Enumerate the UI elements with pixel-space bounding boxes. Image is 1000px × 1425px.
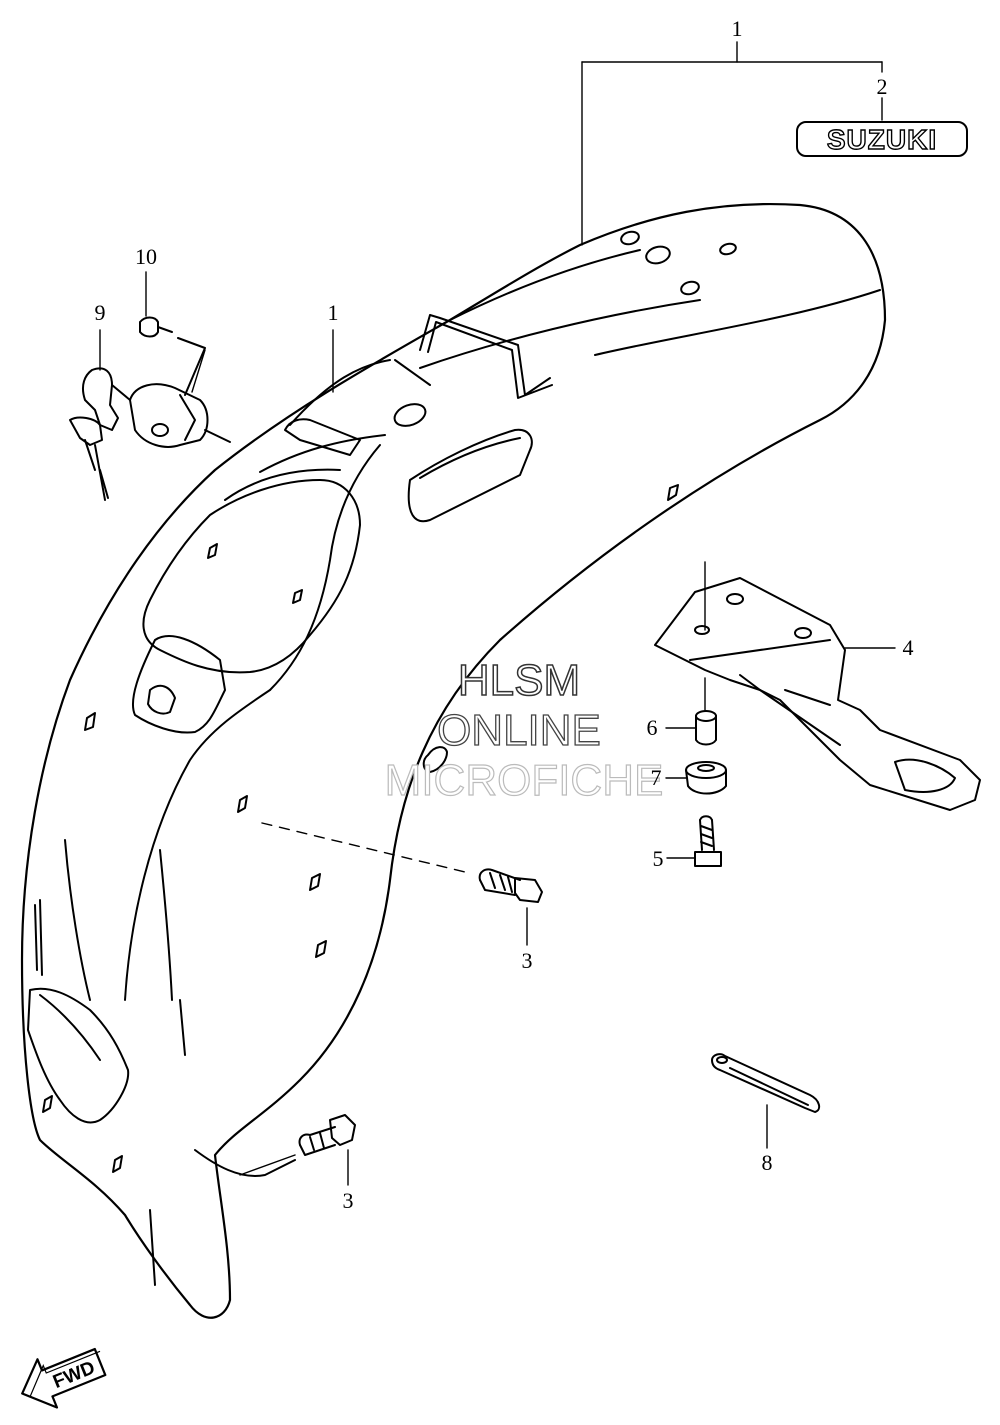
bolt-3-lower — [298, 1114, 356, 1156]
bolt-5 — [694, 815, 722, 867]
watermark-line3: MICROFICHE — [385, 756, 664, 805]
emblem-text: SUZUKI — [827, 124, 937, 155]
suzuki-emblem: SUZUKI — [796, 121, 968, 157]
leader-lines — [99, 41, 896, 1186]
reflector-bracket — [654, 577, 981, 811]
callout-4: 4 — [903, 635, 914, 660]
callout-numbers: 1 2 1 10 9 4 6 7 5 3 3 8 — [95, 16, 914, 1213]
rear-fender — [20, 202, 887, 1319]
clamp-8 — [711, 1053, 821, 1113]
callout-9: 9 — [95, 300, 106, 325]
callout-7: 7 — [651, 765, 662, 790]
callout-1-top: 1 — [732, 16, 743, 41]
helmet-lock — [69, 316, 231, 501]
callout-8: 8 — [762, 1150, 773, 1175]
watermark: HLSM ONLINE MICROFICHE — [384, 655, 664, 805]
callout-3-lower: 3 — [343, 1188, 354, 1213]
handle-bracket — [419, 314, 553, 399]
bolt-3-upper — [478, 868, 543, 903]
grommet-7 — [685, 761, 727, 795]
callout-2: 2 — [877, 74, 888, 99]
watermark-line1: HLSM — [458, 656, 580, 705]
spacer-6 — [695, 710, 717, 746]
callout-1-mid: 1 — [328, 300, 339, 325]
watermark-line2: ONLINE — [437, 706, 601, 755]
callout-5: 5 — [653, 846, 664, 871]
callout-10: 10 — [135, 244, 157, 269]
callout-3-upper: 3 — [522, 948, 533, 973]
callout-6: 6 — [647, 715, 658, 740]
fwd-arrow-icon: FWD — [21, 1347, 107, 1409]
